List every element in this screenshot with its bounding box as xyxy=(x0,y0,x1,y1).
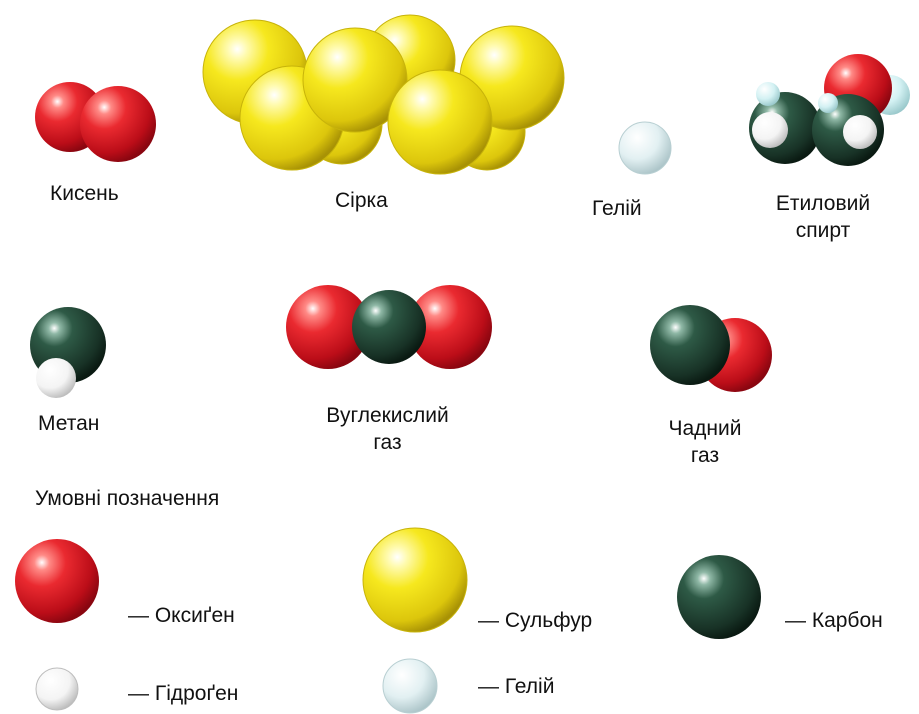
hydrogen-atom-icon xyxy=(35,667,79,711)
methane-label: Метан xyxy=(38,412,100,435)
legend-oxygen-label: — Оксиґен xyxy=(128,604,235,627)
methane-molecule xyxy=(30,307,106,398)
sulfur-molecule xyxy=(202,14,565,175)
oxygen-atom-icon xyxy=(15,539,99,623)
legend-sulfur-label: — Сульфур xyxy=(478,609,593,632)
helium-atom-icon xyxy=(382,658,438,714)
ethanol-label: Етиловий спирт xyxy=(758,190,888,244)
carbon-atom-icon xyxy=(677,555,761,639)
carbon-dioxide-molecule xyxy=(286,285,492,369)
legend-helium-label: — Гелій xyxy=(478,675,555,698)
oxygen-molecule xyxy=(35,82,156,162)
ethanol-label-line2: спирт xyxy=(795,219,851,242)
co-label-line1: Чадний xyxy=(668,417,742,440)
ethanol-molecule xyxy=(749,54,910,166)
helium-atom xyxy=(618,121,672,175)
co2-label-line1: Вуглекислий xyxy=(326,404,449,427)
co2-label: Вуглекислий газ xyxy=(305,402,470,456)
co2-label-line2: газ xyxy=(373,431,402,454)
legend-carbon-label: — Карбон xyxy=(785,609,883,632)
sulfur-atom-icon xyxy=(362,527,468,633)
helium-label: Гелій xyxy=(592,197,642,220)
carbon-monoxide-molecule xyxy=(650,305,772,392)
ethanol-label-line1: Етиловий xyxy=(775,192,871,215)
legend-hydrogen-label: — Гідроґен xyxy=(128,682,239,705)
legend-title: Умовні позначення xyxy=(35,487,220,510)
co-label: Чадний газ xyxy=(640,415,770,469)
sulfur-label: Сірка xyxy=(335,189,388,212)
co-label-line2: газ xyxy=(690,444,720,467)
oxygen-label: Кисень xyxy=(50,182,119,205)
